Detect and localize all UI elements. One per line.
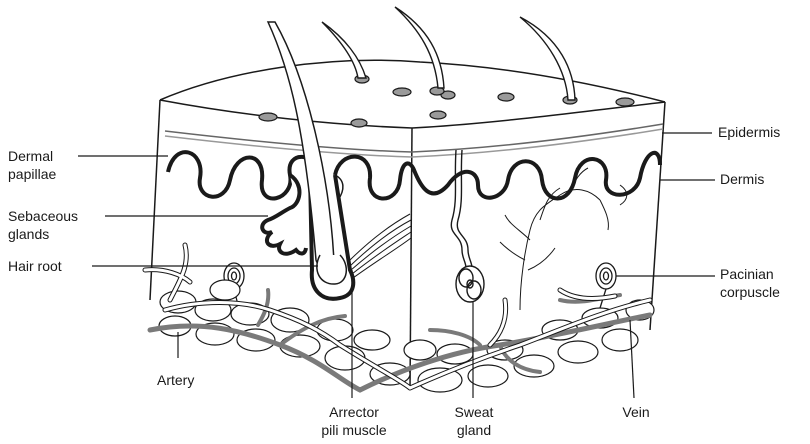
label-vein: Vein <box>622 404 649 420</box>
pore <box>616 98 634 106</box>
surface-hairs <box>322 7 575 100</box>
label-sebaceous-line-2: glands <box>8 226 49 242</box>
skin-surface-top <box>160 60 665 102</box>
epidermis-layer-line-2 <box>165 129 663 157</box>
arrector-pili-muscle <box>348 214 411 278</box>
sweat-duct <box>451 150 466 268</box>
label-hair-root: Hair root <box>8 258 62 274</box>
label-arrector-line-1: Arrector <box>329 404 379 420</box>
label-artery: Artery <box>157 372 194 388</box>
pore <box>498 93 514 101</box>
label-dermal-papillae-line-2: papillae <box>8 166 56 182</box>
pore <box>430 111 446 119</box>
pore <box>393 88 411 96</box>
hair-bulb <box>317 255 346 284</box>
label-pacinian-line-1: Pacinian <box>720 266 774 282</box>
label-epidermis: Epidermis <box>718 124 780 140</box>
leader-lines <box>78 133 715 398</box>
hair-shaft <box>395 7 444 88</box>
pacinian-corpuscles <box>224 263 616 308</box>
label-sebaceous-line-1: Sebaceous <box>8 208 78 224</box>
pore <box>351 119 367 127</box>
sweat-duct-inner <box>457 150 472 268</box>
block-right-edge <box>650 102 665 330</box>
label-pacinian-line-2: corpuscle <box>720 284 780 300</box>
label-arrector-line-2: pili muscle <box>321 422 386 438</box>
hair-shaft <box>520 17 575 100</box>
label-sweat-line-1: Sweat <box>455 404 494 420</box>
hair-shaft <box>322 22 366 78</box>
label-dermis: Dermis <box>720 171 764 187</box>
skin-surface-front <box>160 100 665 128</box>
pore <box>259 113 277 121</box>
label-dermal-papillae-line-1: Dermal <box>8 148 53 164</box>
sebaceous-gland <box>262 175 306 254</box>
label-sweat-line-2: gland <box>457 422 491 438</box>
